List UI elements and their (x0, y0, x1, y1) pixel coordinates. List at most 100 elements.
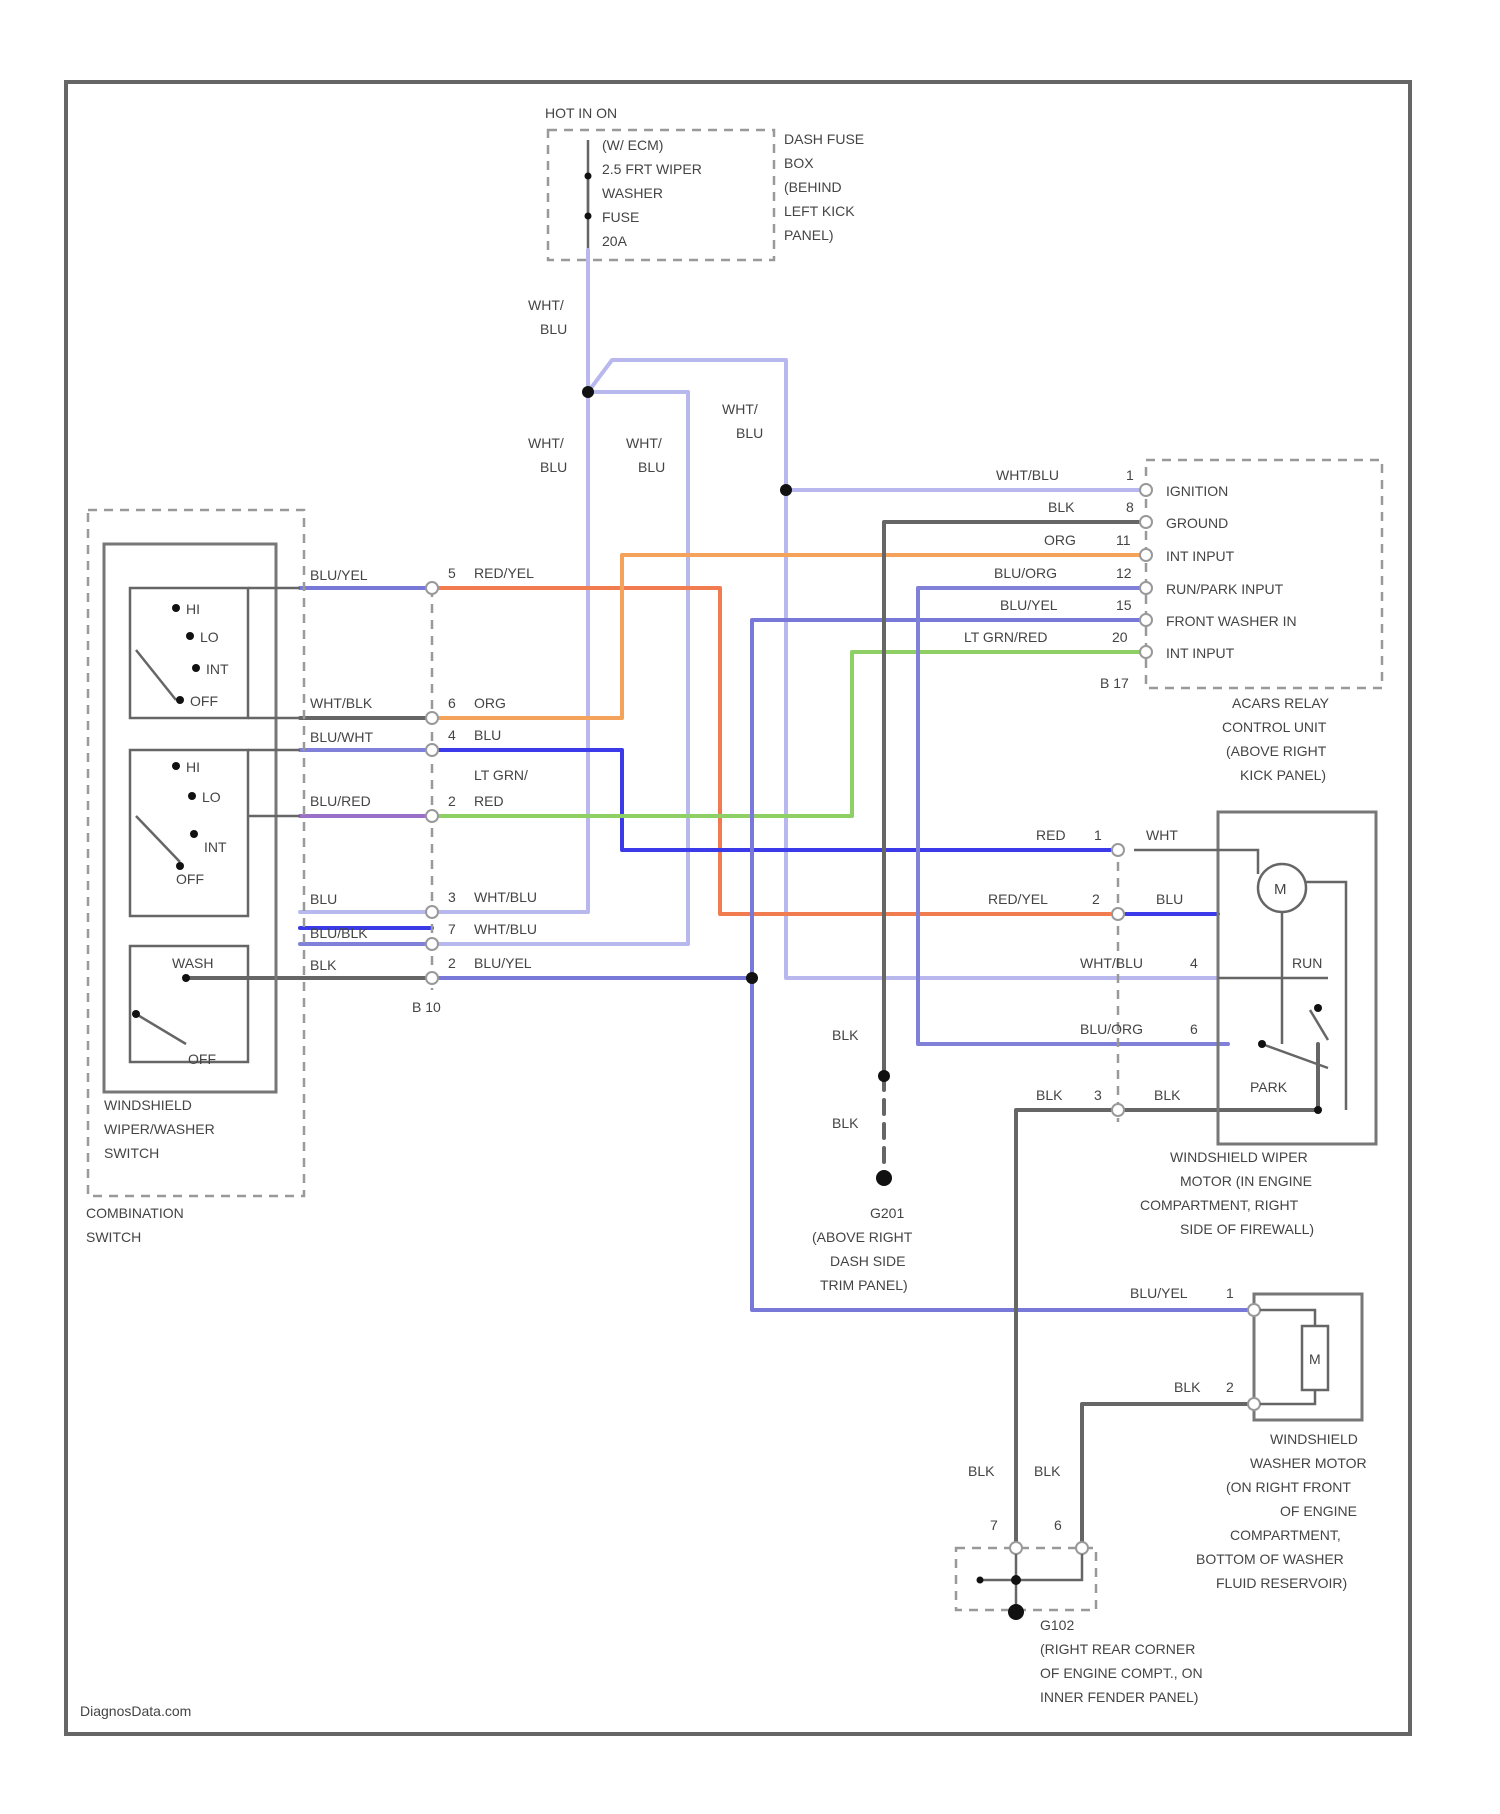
wire-label: BLK (832, 1027, 859, 1043)
fuse-box-location-line: DASH FUSE (784, 131, 864, 147)
fuse-box: HOT IN ON (W/ ECM) 2.5 FRT WIPER WASHER … (545, 105, 864, 260)
relay-wire-label: WHT/BLU (996, 467, 1059, 483)
fuse-box-location-line: PANEL) (784, 227, 834, 243)
fuse-terminal (585, 173, 592, 180)
relay-pin-number: 1 (1126, 467, 1134, 483)
switch-contact (186, 632, 194, 640)
switch-position-label: LO (200, 629, 219, 645)
switch-position-label: INT (204, 839, 227, 855)
washer-motor-name-line: BOTTOM OF WASHER (1196, 1551, 1344, 1567)
connector-b10: B 10 5 RED/YEL 6 ORG 4 BLU LT GRN/ 2 RED… (412, 565, 537, 1015)
switch-position-label: HI (186, 759, 200, 775)
splice (780, 484, 792, 496)
ground-name-line: DASH SIDE (830, 1253, 905, 1269)
relay-connector-label: B 17 (1100, 675, 1129, 691)
wire-label: WHT/BLK (310, 695, 373, 711)
combination-switch: HI LO INT OFF HI LO INT OFF WASH OFF WIN… (86, 510, 373, 1245)
motor-internal-lead (1306, 882, 1346, 1110)
relay-pin (1140, 549, 1152, 561)
relay-wire-label: BLK (1048, 499, 1075, 515)
connector-pin-number: 2 (448, 955, 456, 971)
wire-label: BLU (540, 321, 567, 337)
motor-internal-lead (1134, 850, 1258, 874)
relay-pin (1140, 582, 1152, 594)
ground-junction (977, 1577, 984, 1584)
switch-name-line: WIPER/WASHER (104, 1121, 215, 1137)
fuse-line: FUSE (602, 209, 639, 225)
connector-pin-wire: BLU (474, 727, 501, 743)
wiper-inner-wire: BLU (1156, 891, 1183, 907)
ground-g102-pin-number: 6 (1054, 1517, 1062, 1533)
splice (582, 386, 594, 398)
wire-label: BLK (832, 1115, 859, 1131)
int-switch-blade (136, 816, 180, 862)
ground-lead (980, 1554, 1082, 1580)
wiper-wire-label: BLK (1036, 1087, 1063, 1103)
wiper-pin-number: 6 (1190, 1021, 1198, 1037)
run-switch-blade (1310, 1010, 1328, 1040)
wht-blu-labels: WHT/ BLU WHT/ BLU WHT/ BLU WHT/ BLU (528, 297, 763, 475)
relay-pin-name: IGNITION (1166, 483, 1228, 499)
relay-pin-number: 11 (1116, 532, 1131, 548)
connector-pin (426, 582, 438, 594)
relay-unit-name-line: KICK PANEL) (1240, 767, 1326, 783)
relay-pin (1140, 484, 1152, 496)
relay-pin-name: FRONT WASHER IN (1166, 613, 1297, 629)
ground-g102-point (1008, 1604, 1024, 1620)
wire-label: BLU (736, 425, 763, 441)
relay-pin-name: RUN/PARK INPUT (1166, 581, 1284, 597)
ground-name-line: G102 (1040, 1617, 1074, 1633)
wire-label: BLU/BLK (310, 925, 368, 941)
washer-internal-lead (1260, 1310, 1315, 1326)
switch-position-label: LO (202, 789, 221, 805)
switch-contact (1314, 1004, 1322, 1012)
switch-contact (188, 792, 196, 800)
ground-name-line: (ABOVE RIGHT (812, 1229, 913, 1245)
relay-wire-label: BLU/ORG (994, 565, 1057, 581)
wiper-wire-label: RED (1036, 827, 1066, 843)
connector-pin-wire: WHT/BLU (474, 889, 537, 905)
washer-motor-name-line: WINDSHIELD (1270, 1431, 1358, 1447)
switch-position-label: HI (186, 601, 200, 617)
diagram-frame (66, 82, 1410, 1734)
relay-pin-number: 12 (1116, 565, 1132, 581)
splices (582, 386, 892, 1186)
wiper-motor-pin (1112, 1104, 1124, 1116)
connector-pin-number: 4 (448, 727, 456, 743)
relay-pin (1140, 614, 1152, 626)
splice (746, 972, 758, 984)
switch-contact (176, 862, 184, 870)
wire-blk-motor-ground (1016, 1110, 1118, 1548)
switch-position-label: WASH (172, 955, 213, 971)
washer-motor-name-line: COMPARTMENT, (1230, 1527, 1341, 1543)
ground-name-line: TRIM PANEL) (820, 1277, 908, 1293)
washer-pin-number: 1 (1226, 1285, 1234, 1301)
connector-pin (426, 744, 438, 756)
wire-blu (432, 750, 1110, 850)
run-label: RUN (1292, 955, 1322, 971)
switch-contact (182, 974, 190, 982)
wiper-motor-name-line: COMPARTMENT, RIGHT (1140, 1197, 1299, 1213)
relay-unit-name-line: CONTROL UNIT (1222, 719, 1327, 735)
wiper-wire-label: RED/YEL (988, 891, 1048, 907)
relay-unit-name-line: (ABOVE RIGHT (1226, 743, 1327, 759)
wiper-motor-m: M (1274, 881, 1287, 898)
connector-pin-wire: RED (474, 793, 504, 809)
relay-pin-name: INT INPUT (1166, 548, 1235, 564)
washer-motor-name-line: WASHER MOTOR (1250, 1455, 1367, 1471)
combination-switch-name-line: SWITCH (86, 1229, 141, 1245)
washer-internal-lead (1260, 1390, 1315, 1404)
washer-motor-name-line: (ON RIGHT FRONT (1226, 1479, 1351, 1495)
connector-pin-wire: BLU/YEL (474, 955, 532, 971)
connector-b10-label: B 10 (412, 999, 441, 1015)
switch-contact (192, 664, 200, 672)
relay-pin-number: 20 (1112, 629, 1128, 645)
connector-pin-wire: WHT/BLU (474, 921, 537, 937)
switch-contact (176, 696, 184, 704)
washer-motor-name-line: FLUID RESERVOIR) (1216, 1575, 1347, 1591)
switch-contact (1258, 1040, 1266, 1048)
ground-g201: BLK BLK G201 (ABOVE RIGHT DASH SIDE TRIM… (812, 1027, 913, 1293)
fuse-line: 20A (602, 233, 628, 249)
wires (186, 250, 1318, 1548)
